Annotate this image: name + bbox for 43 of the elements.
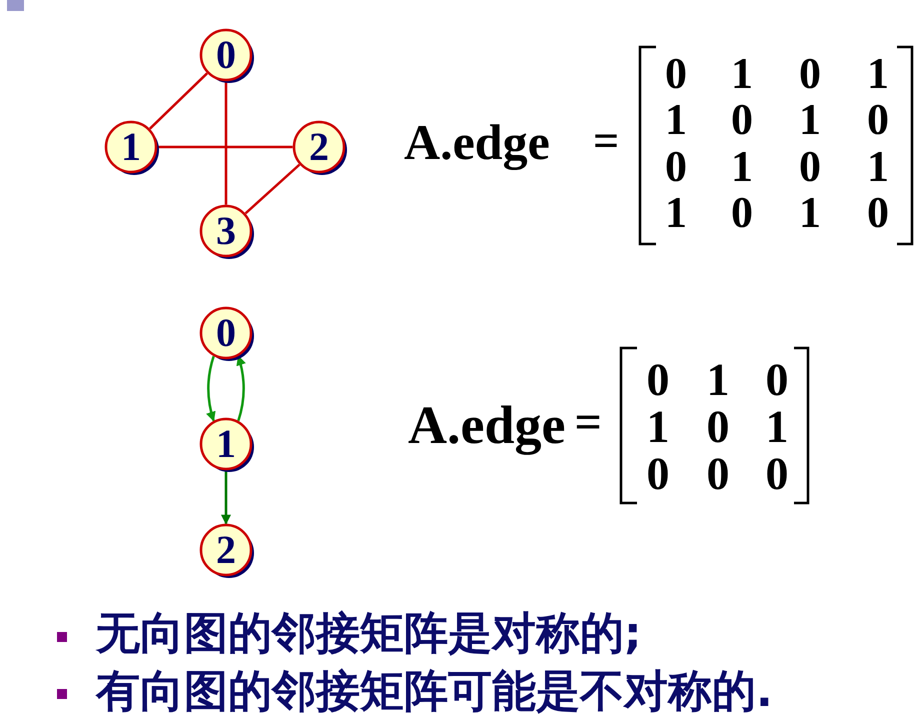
matrix-entry: 1 [867, 52, 889, 96]
matrix-entry: 0 [665, 52, 687, 96]
vertex-circle: 2 [292, 120, 348, 176]
equals-sign: = [593, 118, 620, 164]
arrow [236, 355, 246, 422]
matrix-entry: 0 [665, 145, 687, 189]
vertex-circle: 1 [199, 417, 255, 473]
matrix-entry: 1 [799, 191, 821, 235]
matrix-entry: 0 [766, 451, 788, 497]
vertex-circle: 3 [199, 204, 255, 260]
matrix-entry: 1 [665, 191, 687, 235]
vertex-circle: 0 [199, 28, 255, 84]
vertex-circle: 0 [199, 306, 255, 362]
matrix-entry: 0 [799, 145, 821, 189]
matrix-entry: 0 [731, 191, 753, 235]
bullet-text: 有向图的邻接矩阵可能是不对称的. [96, 670, 773, 714]
matrix-entry: 1 [706, 357, 730, 403]
matrix-entry: 0 [766, 357, 788, 403]
vertex-circle: 2 [199, 523, 255, 579]
matrix-entry: 0 [867, 191, 889, 235]
matrix-entry: 0 [646, 357, 670, 403]
matrix-entry: 1 [665, 98, 687, 142]
edge-line [157, 146, 293, 148]
edge-line [149, 72, 208, 130]
matrix-entry: 0 [867, 98, 889, 142]
bullet-text: 无向图的邻接矩阵是对称的; [96, 612, 642, 656]
arrow [206, 356, 216, 422]
matrix-entry: 0 [706, 404, 730, 450]
matrix-entry: 0 [646, 451, 670, 497]
matrix-entry: 0 [799, 52, 821, 96]
matrix-entry: 0 [731, 98, 753, 142]
vertex-circle: 1 [104, 120, 160, 176]
matrix-entry: 1 [646, 404, 670, 450]
arrow [221, 470, 231, 525]
edge-line [244, 164, 300, 214]
matrix-entry: 1 [766, 404, 788, 450]
matrix-entry: 0 [706, 451, 730, 497]
matrix-entry: 1 [799, 98, 821, 142]
matrix-entry: 1 [731, 145, 753, 189]
edge-line [224, 81, 228, 205]
matrix-entry: 1 [867, 145, 889, 189]
matrix-entry: 1 [731, 52, 753, 96]
equals-sign: = [574, 399, 602, 447]
